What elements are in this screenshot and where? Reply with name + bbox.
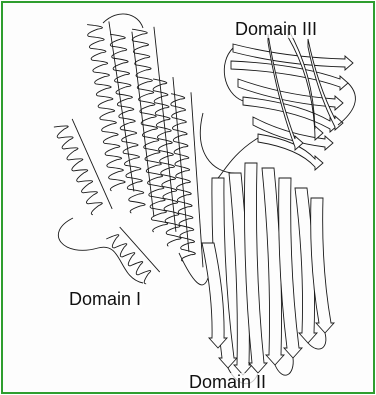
helix-edge-5 bbox=[191, 92, 203, 267]
helix-loop-1 bbox=[58, 218, 143, 283]
domain-iii-label: Domain III bbox=[234, 20, 318, 38]
domain-iii-beta-sandwich bbox=[200, 29, 355, 178]
domain-i-helix-bundle bbox=[54, 14, 208, 285]
protein-ribbon-diagram bbox=[3, 3, 373, 392]
helix-coil-3 bbox=[132, 29, 168, 232]
linker-loop bbox=[200, 113, 235, 173]
helix-loop-2 bbox=[103, 14, 143, 28]
helix-edge-2 bbox=[132, 32, 154, 217]
domain-ii-beta-sheets bbox=[202, 163, 334, 384]
helix-coil-7 bbox=[106, 235, 150, 284]
domain-ii-label: Domain II bbox=[188, 373, 267, 391]
sandwich-loop-1 bbox=[224, 48, 243, 101]
domain-i-label: Domain I bbox=[68, 290, 142, 308]
